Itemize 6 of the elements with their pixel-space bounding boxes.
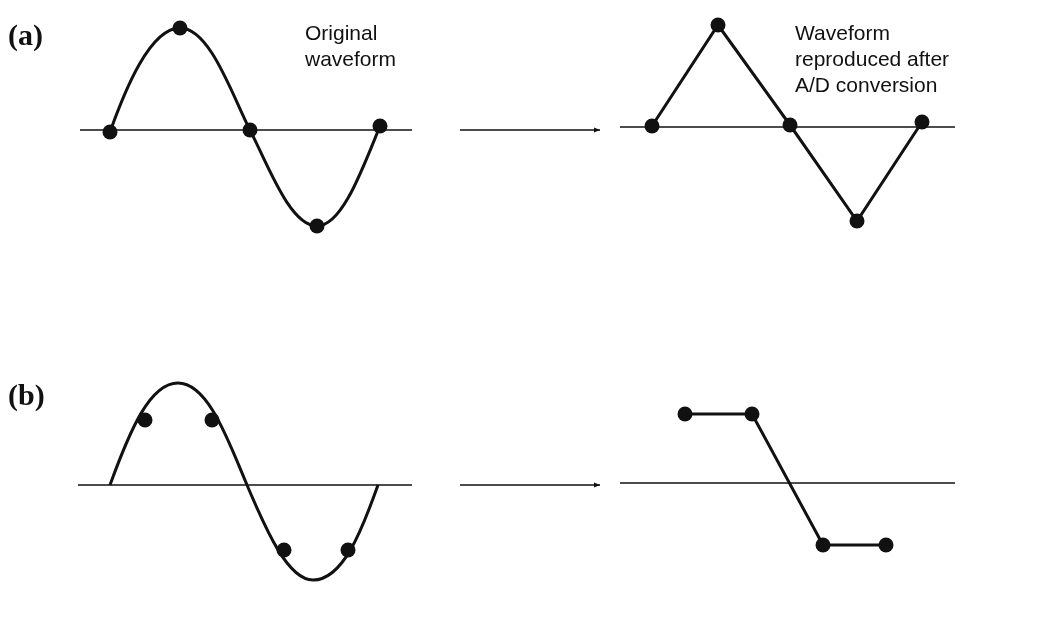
waveform-caption: Original waveform: [305, 20, 398, 72]
arrow: [459, 127, 601, 133]
waveform-caption: Waveform reproduced after A/D conversion: [795, 20, 951, 98]
panel-label: (b): [8, 378, 45, 412]
arrow: [459, 482, 601, 488]
panel-label: (a): [8, 18, 43, 52]
